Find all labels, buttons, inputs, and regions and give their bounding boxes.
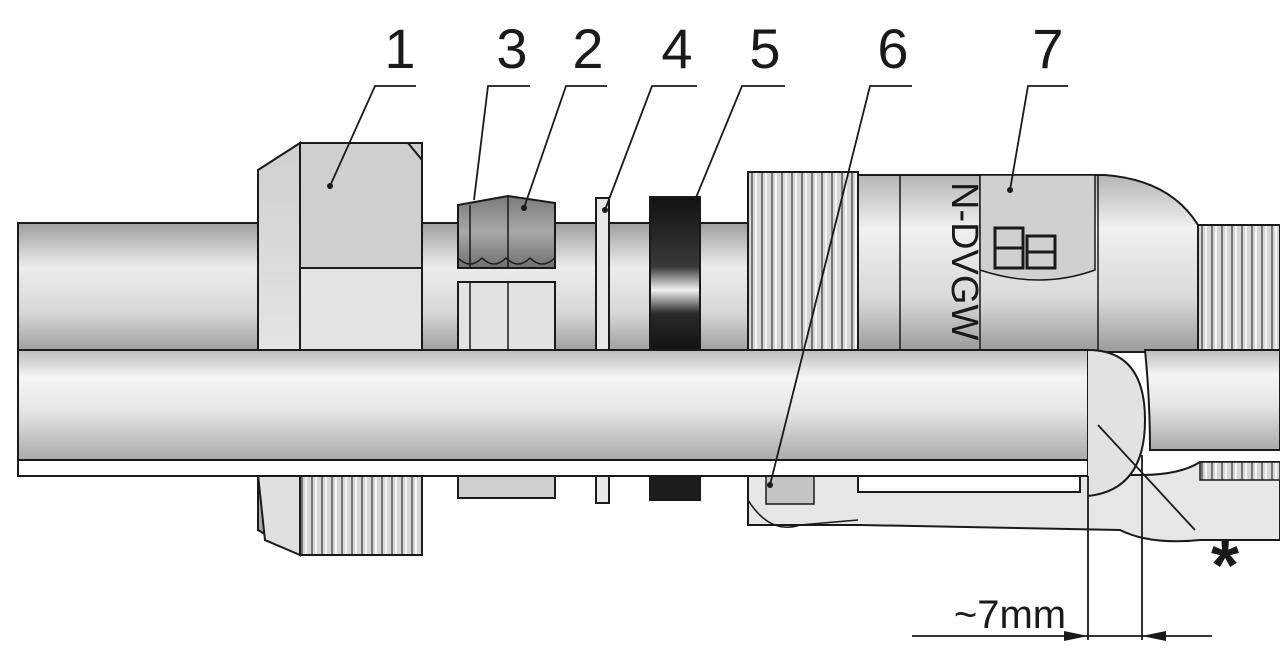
callout-5: 5: [749, 17, 780, 80]
leader-5: [694, 85, 785, 201]
dimension-label: ~7mm: [954, 593, 1066, 637]
leader-lines: [329, 85, 1196, 531]
dimension-arrow-right: [1142, 631, 1166, 641]
callout-7: 7: [1032, 17, 1063, 80]
leader-4: [604, 85, 697, 211]
pipe-main: [17, 349, 1280, 497]
dvgw-logo-icon: [993, 226, 1057, 270]
leader-7: [1009, 85, 1068, 191]
clamp-ring: [457, 194, 556, 499]
fitting-body: N-DVGW: [747, 171, 1280, 543]
o-ring-seal: [649, 196, 701, 501]
asterisk-label: *: [1211, 526, 1239, 606]
callout-2: 2: [572, 17, 603, 80]
body-marking-text: N-DVGW: [943, 182, 985, 340]
callout-1: 1: [384, 17, 415, 80]
leader-asterisk: [1097, 424, 1196, 531]
leader-dots: [327, 183, 1013, 488]
leader-1: [329, 85, 416, 187]
callout-4: 4: [661, 17, 692, 80]
dimension-arrow-left: [1064, 631, 1088, 641]
callout-6: 6: [877, 17, 908, 80]
leader-2: [523, 85, 607, 209]
leader-6: [769, 85, 912, 486]
callout-3: 3: [496, 17, 527, 80]
leader-3: [473, 85, 530, 201]
callout-labels: 1 3 2 4 5 6 7: [384, 17, 1063, 80]
